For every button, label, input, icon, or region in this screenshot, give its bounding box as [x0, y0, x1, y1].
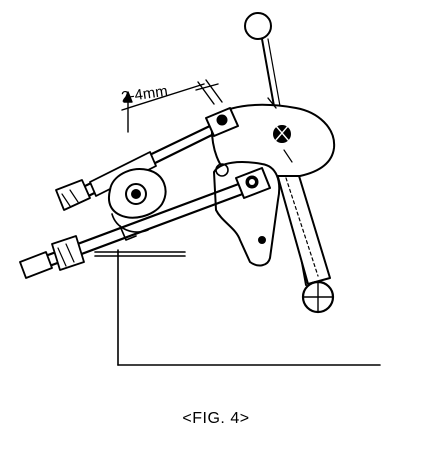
dimension-label: 2-4mm — [120, 83, 169, 106]
dimension-indicator — [121, 79, 223, 133]
upper-plate — [210, 97, 336, 177]
lever-top-knob — [244, 12, 272, 40]
base-bracket — [94, 249, 381, 366]
upper-cable — [55, 107, 239, 211]
figure-caption: <FIG. 4> — [182, 410, 250, 427]
adjusting-clamp — [108, 168, 167, 241]
